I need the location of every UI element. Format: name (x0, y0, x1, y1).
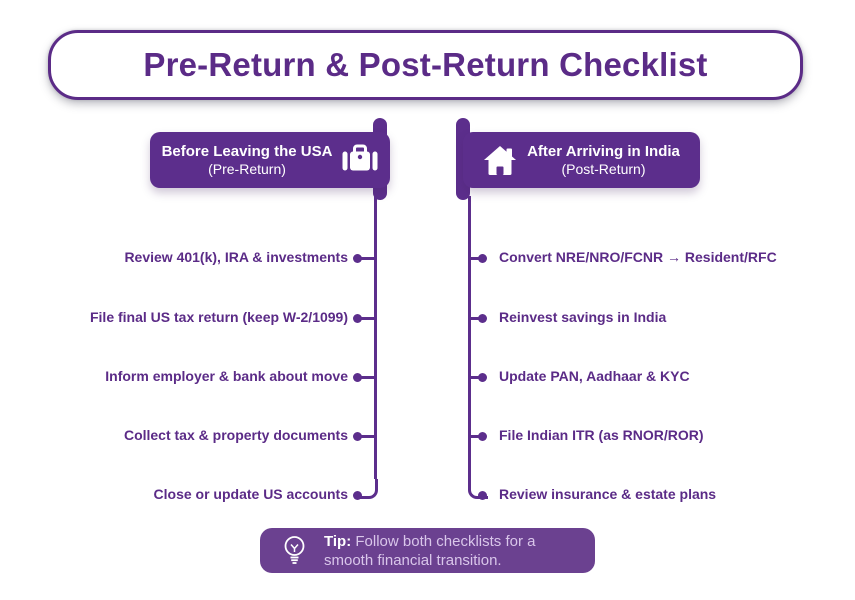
bullet-dot (353, 490, 362, 500)
connector-line (469, 256, 480, 260)
checklist-item-label: Inform employer & bank about move (105, 368, 348, 384)
header-text: After Arriving in India (Post-Return) (527, 143, 680, 178)
connector-line (359, 434, 375, 438)
connector-line (359, 256, 375, 260)
checklist-item-label: Close or update US accounts (153, 486, 348, 502)
header-before-leaving-usa: Before Leaving the USA (Pre-Return) (150, 132, 390, 188)
tip-line1: Follow both checklists for a (355, 532, 536, 550)
lightbulb-icon (281, 535, 308, 567)
bullet-dot (478, 253, 487, 263)
checklist-item-label: Collect tax & property documents (123, 427, 348, 443)
checklist-item-label: File Indian ITR (as RNOR/ROR) (499, 427, 704, 443)
tip-banner: Tip: Follow both checklists for a smooth… (260, 528, 595, 573)
checklist-item-label: Update PAN, Aadhaar & KYC (499, 368, 690, 384)
connector-line (469, 434, 480, 438)
connector-line (359, 375, 375, 379)
tip-label: Tip: (324, 532, 352, 550)
bullet-dot (353, 253, 362, 263)
bullet-dot (353, 372, 362, 382)
right-timeline-line (468, 196, 471, 479)
checklist-item-label: Convert NRE/NRO/FCNR → Resident/RFC (499, 249, 777, 265)
left-timeline-corner (358, 479, 378, 499)
connector-line (469, 375, 480, 379)
header-subtitle: (Pre-Return) (208, 160, 286, 177)
checklist-item-label: Reinvest savings in India (499, 309, 667, 325)
bullet-dot (353, 431, 362, 441)
bullet-dot (353, 313, 362, 323)
header-subtitle: (Post-Return) (561, 160, 646, 177)
bullet-dot (478, 431, 487, 441)
tip-text: Tip: Follow both checklists for a smooth… (324, 532, 535, 570)
connector-line (469, 316, 480, 320)
home-icon (483, 145, 517, 176)
left-timeline-line (374, 196, 377, 479)
bullet-dot (478, 313, 487, 323)
checklist-item-label: File final US tax return (keep W-2/1099) (89, 309, 348, 325)
header-after-arriving-india: After Arriving in India (Post-Return) (463, 132, 700, 188)
bullet-dot (478, 490, 487, 500)
header-title: Before Leaving the USA (161, 142, 333, 160)
header-text: Before Leaving the USA (Pre-Return) (162, 143, 333, 178)
title-banner: Pre-Return & Post-Return Checklist (48, 30, 803, 100)
page-title: Pre-Return & Post-Return Checklist (143, 46, 708, 83)
briefcase-icon (342, 144, 378, 177)
checklist-item-label: Review 401(k), IRA & investments (124, 249, 348, 265)
header-title: After Arriving in India (527, 142, 680, 160)
bullet-dot (478, 372, 487, 382)
tip-line2: smooth financial transition. (324, 551, 502, 569)
connector-line (359, 316, 375, 320)
checklist-item-label: Review insurance & estate plans (499, 486, 717, 502)
